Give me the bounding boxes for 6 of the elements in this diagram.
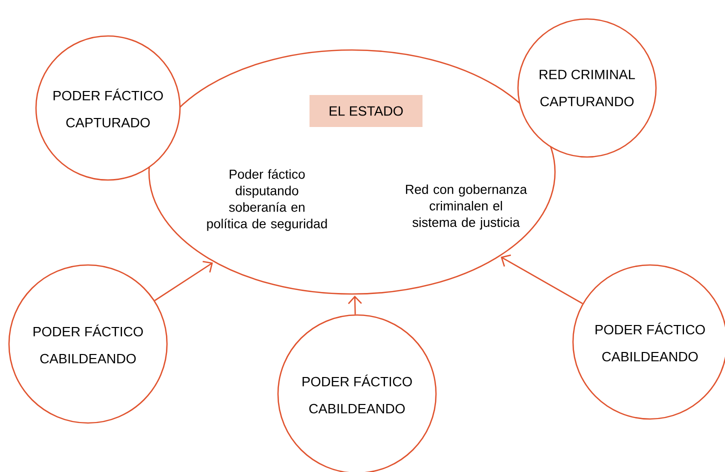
title-label: EL ESTADO <box>310 95 422 127</box>
ellipse-text: Poder fáctico disputando soberanía en política de seguridad <box>207 169 327 231</box>
arrow <box>348 296 362 314</box>
ellipse-text: Red con gobernanza criminalen el sistema de justicia <box>406 184 528 230</box>
arrow <box>500 254 583 304</box>
arrow <box>154 260 213 302</box>
